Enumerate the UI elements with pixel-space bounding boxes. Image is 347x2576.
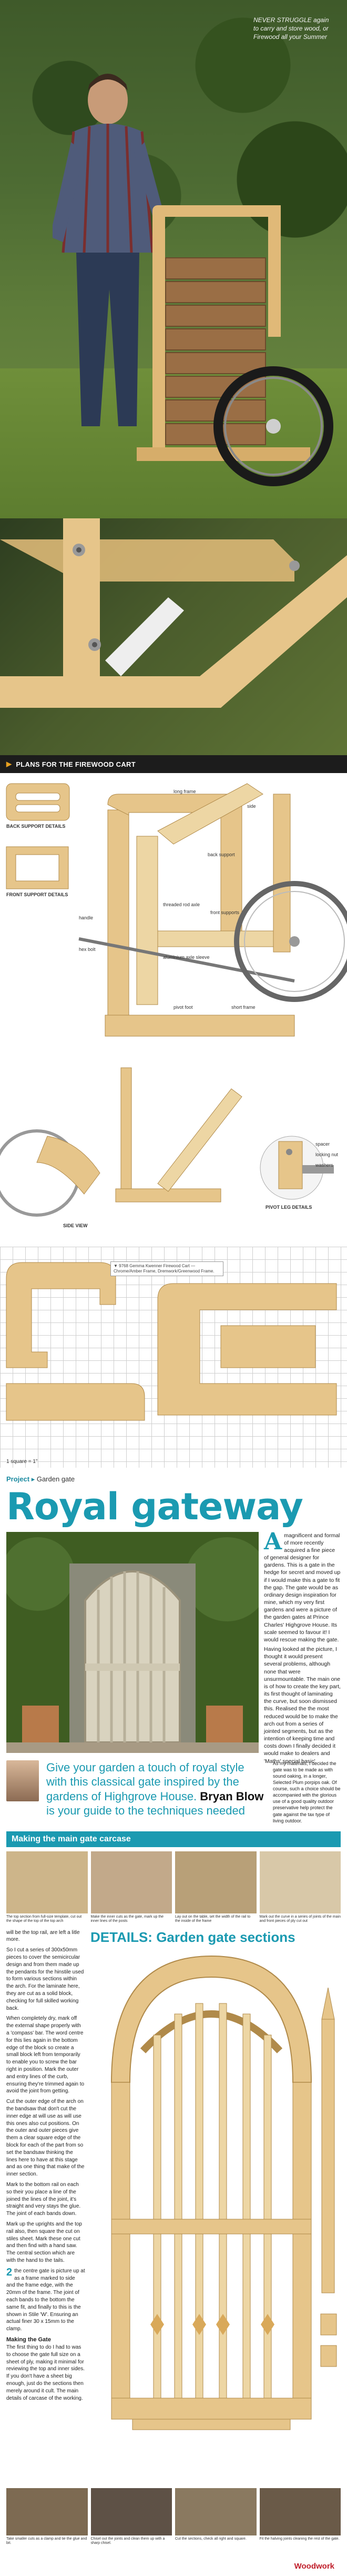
intro-standfirst: Give your garden a touch of royal style … xyxy=(46,1760,266,1818)
bottom-photo-2: Chisel out the joints and clean them up … xyxy=(90,2488,172,2546)
tag-separator-icon: ▸ xyxy=(31,1475,37,1483)
intro-author: Bryan Blow xyxy=(200,1789,264,1803)
gate-sections-svg xyxy=(110,1955,337,2430)
project-section: Project ▸ Garden gate Royal gateway xyxy=(0,1468,347,2576)
template-note: ▼ 9768 Gemma Kwenner Firewood Cart — Chr… xyxy=(110,1261,223,1276)
intro-column: A magnificent and formal of more recentl… xyxy=(264,1528,341,1765)
bottom-caption-2: Chisel out the joints and clean them up … xyxy=(90,2537,165,2545)
threaded-rod-label: threaded rod axle xyxy=(163,902,200,907)
step-caption-4: Mark out the curve in a series of joints… xyxy=(259,1915,341,1923)
spacer-label: spacer xyxy=(315,1141,330,1147)
locking-nut-label: locking nut xyxy=(315,1152,339,1157)
bottom-caption-4: Fit the halving joints cleaning the rest… xyxy=(259,2537,340,2541)
project-label: Project xyxy=(6,1475,30,1483)
bottom-photo-3: Cut the sections, check all right and sq… xyxy=(175,2488,257,2546)
intro-row: Give your garden a touch of royal style … xyxy=(6,1760,341,1824)
details-heading: DETAILS: Garden gate sections xyxy=(90,1929,341,1946)
gate-photo xyxy=(6,1531,259,1753)
bottom-caption-1: Take smaller cuts as a clamp and tie the… xyxy=(6,2537,87,2545)
front-support-label: FRONT SUPPORT DETAILS xyxy=(6,892,68,897)
col-text3: As my materials, I decided the gate was … xyxy=(272,1760,341,1823)
side-view-label: SIDE VIEW xyxy=(63,1223,88,1228)
washers-label: washers xyxy=(315,1162,333,1168)
body-p3: When completely dry, mark off the extern… xyxy=(6,2016,85,2094)
author-portrait xyxy=(6,1760,39,1801)
scale-label: 1 square = 1" xyxy=(6,1459,38,1465)
body-p5: Mark to the bottom rail on each so their… xyxy=(6,2181,81,2217)
man-figure xyxy=(53,74,163,426)
plans-svg xyxy=(0,783,347,1217)
bottom-caption-3: Cut the sections, check all right and sq… xyxy=(175,2537,247,2541)
hero-photo: NEVER STRUGGLE again to carry and store … xyxy=(0,0,347,518)
hero-caption: NEVER STRUGGLE again to carry and store … xyxy=(253,16,329,41)
step-photo-2: Make the inner cuts as the gate, mark up… xyxy=(90,1851,172,1924)
project-topic: Garden gate xyxy=(36,1475,75,1483)
closeup-photo xyxy=(0,518,347,755)
project-title: Royal gateway xyxy=(6,1485,303,1528)
body-column: will be the top rail, are left a litle m… xyxy=(6,1929,85,2482)
bottom-photo-1: Take smaller cuts as a clamp and tie the… xyxy=(6,2488,88,2546)
back-support-callout: back support xyxy=(208,852,235,857)
gate-illustration xyxy=(6,1531,259,1753)
handle-label: handle xyxy=(79,915,94,920)
plans-header-label: PLANS FOR THE FIREWOOD CART xyxy=(16,760,136,768)
intro-col-text: magnificent and formal of more recently … xyxy=(264,1532,341,1643)
gate-row: A magnificent and formal of more recentl… xyxy=(6,1528,341,1765)
plans-header: ▶ PLANS FOR THE FIREWOOD CART xyxy=(0,755,347,773)
firewood-cart xyxy=(137,205,333,486)
aluminium-tube-label: aluminium axle sleeve xyxy=(163,955,210,960)
drop-cap: A xyxy=(264,1528,282,1555)
step-photos: The top section from full-size template,… xyxy=(6,1851,341,1924)
details-heading-pre: DETAILS: xyxy=(90,1929,152,1945)
pivot-leg-label: PIVOT LEG DETAILS xyxy=(266,1205,312,1210)
long-frame-label: long frame xyxy=(174,789,196,794)
closeup-detail xyxy=(0,518,347,708)
plans-drawing: BACK SUPPORT DETAILS FRONT SUPPORT DETAI… xyxy=(0,773,347,1247)
details-heading-post: Garden gate sections xyxy=(156,1929,295,1945)
step-photo-3: Lay out on the table, set the width of t… xyxy=(175,1851,257,1924)
bottom-photos: Take smaller cuts as a clamp and tie the… xyxy=(6,2488,341,2546)
step-photo-4: Mark out the curve in a series of joints… xyxy=(259,1851,341,1924)
body-step2-text: the centre gate is picture up at as a fr… xyxy=(6,2268,85,2332)
making-column: As my materials, I decided the gate was … xyxy=(273,1760,341,1824)
step-number: 2 xyxy=(6,2266,13,2278)
bottom-photo-4: Fit the halving joints cleaning the rest… xyxy=(259,2488,341,2546)
intro-col-text2: Having looked at the picture, I thought … xyxy=(264,1646,341,1765)
hex-bolt-label: hex bolt xyxy=(79,947,96,952)
body-p4: Cut the outer edge of the arch on the ba… xyxy=(6,2099,85,2178)
body-p6: Mark up the uprights and the top rail al… xyxy=(6,2221,82,2263)
lower-section: will be the top rail, are left a litle m… xyxy=(6,1929,341,2482)
body-p1: will be the top rail, are left a litle m… xyxy=(6,1929,80,1943)
side-label: side xyxy=(247,804,256,809)
making-heading: Making the Gate xyxy=(6,2336,51,2343)
main-gate-bar: Making the main gate carcase xyxy=(6,1831,341,1847)
step-caption-2: Make the inner cuts as the gate, mark up… xyxy=(90,1915,164,1923)
step-photo-1: The top section from full-size template,… xyxy=(6,1851,88,1924)
intro-post: is your guide to the techniques needed xyxy=(46,1804,245,1817)
making-text: The first thing to do I had to was to ch… xyxy=(6,2344,85,2401)
grid-template: ▼ 9768 Gemma Kwenner Firewood Cart — Chr… xyxy=(0,1247,347,1468)
project-tag: Project ▸ Garden gate xyxy=(6,1468,341,1484)
template-shapes xyxy=(6,1262,337,1421)
pivot-foot-label: pivot foot xyxy=(174,1005,193,1010)
front-supports-label: front supports xyxy=(210,910,240,915)
step-caption-3: Lay out on the table, set the width of t… xyxy=(175,1915,251,1923)
step-caption-1: The top section from full-size template,… xyxy=(6,1915,82,1923)
arrow-icon: ▶ xyxy=(6,760,12,768)
intro-pre: Give your garden a touch of royal style … xyxy=(46,1760,244,1803)
footer: Woodwork xyxy=(6,2551,341,2576)
body-p2: So I cut a series of 300x50mm pieces to … xyxy=(6,1947,84,2011)
back-support-label: BACK SUPPORT DETAILS xyxy=(6,824,66,829)
details-diagram: DETAILS: Garden gate sections xyxy=(90,1929,341,2482)
short-frame-label: short frame xyxy=(231,1005,256,1010)
brand-logo: Woodwork xyxy=(294,2562,334,2571)
